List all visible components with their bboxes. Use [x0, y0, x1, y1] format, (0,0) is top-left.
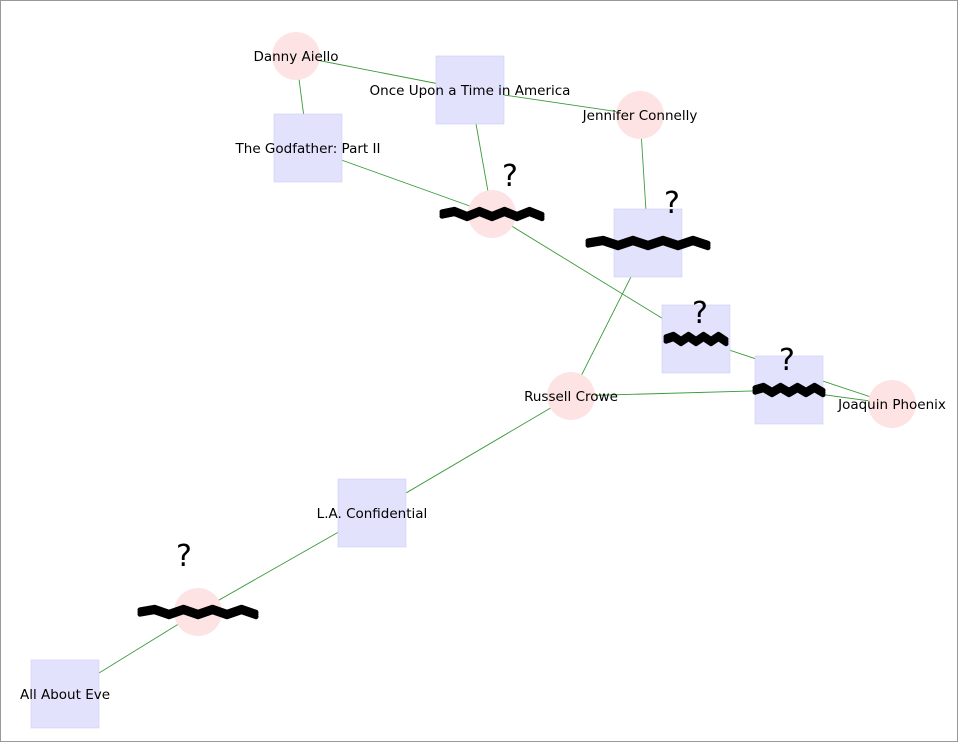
person-node-danny_aiello[interactable]	[272, 32, 320, 80]
node-label-jennifer_connelly: Jennifer Connelly	[582, 108, 698, 124]
question-mark-icon: ?	[176, 539, 192, 574]
redaction-scribble	[585, 235, 711, 251]
person-node-russell_crowe[interactable]	[547, 372, 595, 420]
node-label-russell_crowe: Russell Crowe	[524, 389, 618, 405]
person-node-joaquin_phoenix[interactable]	[868, 380, 916, 428]
node-label-once_upon: Once Upon a Time in America	[370, 83, 571, 99]
redaction-layer: ?????	[137, 159, 826, 620]
node-label-danny_aiello: Danny Aiello	[253, 49, 338, 65]
movie-node-la_confidential[interactable]	[337, 478, 407, 548]
question-mark-icon: ?	[502, 159, 518, 194]
node-label-joaquin_phoenix: Joaquin Phoenix	[837, 397, 946, 413]
movie-node-once_upon[interactable]	[435, 55, 505, 125]
node-label-all_about_eve: All About Eve	[20, 687, 110, 703]
redaction-scribble	[137, 604, 259, 620]
redaction-scribble	[439, 206, 545, 222]
edge-russell_crowe-movie_right	[570, 389, 790, 397]
movie-node-godfather2[interactable]	[273, 113, 343, 183]
redaction-scribble	[752, 382, 826, 398]
movie-node-all_about_eve[interactable]	[30, 659, 100, 729]
redaction-scribble	[663, 331, 729, 347]
question-mark-icon: ?	[692, 296, 708, 331]
person-node-jennifer_connelly[interactable]	[616, 91, 664, 139]
question-mark-icon: ?	[664, 186, 680, 221]
question-mark-icon: ?	[779, 343, 795, 378]
node-label-godfather2: The Godfather: Part II	[235, 141, 381, 157]
node-label-la_confidential: L.A. Confidential	[317, 506, 428, 522]
